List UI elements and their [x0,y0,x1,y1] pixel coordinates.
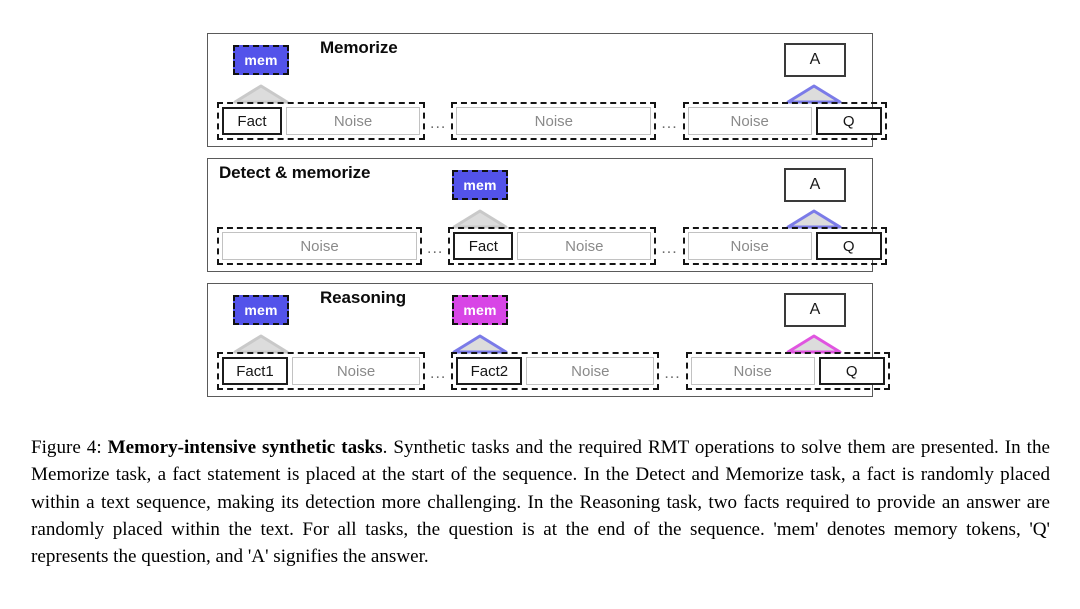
sequence-ellipsis: ... [661,240,678,257]
mem-token-box: mem [233,295,289,325]
segment-q: Q [818,357,885,385]
segment-group: Noise [217,227,422,265]
answer-arrow-icon [786,334,842,354]
sequence-ellipsis: ... [430,365,447,382]
segment-fact: Fact [222,107,282,135]
answer-box: A [784,43,846,77]
segment-noise: Noise [690,357,815,385]
segment-noise: Noise [687,232,812,260]
sequence-ellipsis: ... [664,365,681,382]
panel-upper-band: Memorize mem A [208,34,872,104]
write-arrow-icon [233,334,289,354]
write-arrow-icon [233,84,289,104]
segment-noise: Noise [222,232,417,260]
write-arrow-icon [452,209,508,229]
segment-noise: Noise [687,107,812,135]
panel-title: Reasoning [320,288,407,307]
mem-token-box: mem [233,45,289,75]
answer-box: A [784,293,846,327]
mem-token-box-2: mem [452,295,508,325]
answer-arrow-icon [786,209,842,229]
figure-caption: Figure 4: Memory-intensive synthetic tas… [31,434,1050,570]
segment-group: Noise [451,102,657,140]
segment-noise: Noise [526,357,655,385]
sequence-ellipsis: ... [427,240,444,257]
sequence-ellipsis: ... [430,115,447,132]
sequence-ellipsis: ... [661,115,678,132]
mem-token-box: mem [452,170,508,200]
segment-noise: Noise [286,107,420,135]
segment-fact: Fact1 [222,357,288,385]
caption-bold-title: Memory-intensive synthetic tasks [107,437,383,458]
panel-upper-band: Reasoning mem mem A [208,284,872,354]
segment-noise: Noise [456,107,652,135]
answer-arrow-icon [786,84,842,104]
segment-noise: Noise [517,232,652,260]
caption-figure-label: Figure 4: [31,437,102,458]
panel-title: Memorize [320,38,398,57]
write-arrow-icon-2 [452,334,508,354]
panel-upper-band: Detect & memorize mem A [208,159,872,229]
answer-box: A [784,168,846,202]
segment-fact: Fact [453,232,514,260]
segment-q: Q [815,232,882,260]
panel-title: Detect & memorize [219,163,371,182]
segment-q: Q [815,107,882,135]
caption-body: . Synthetic tasks and the required RMT o… [31,437,1050,568]
segment-fact: Fact2 [456,357,523,385]
segment-noise: Noise [292,357,420,385]
